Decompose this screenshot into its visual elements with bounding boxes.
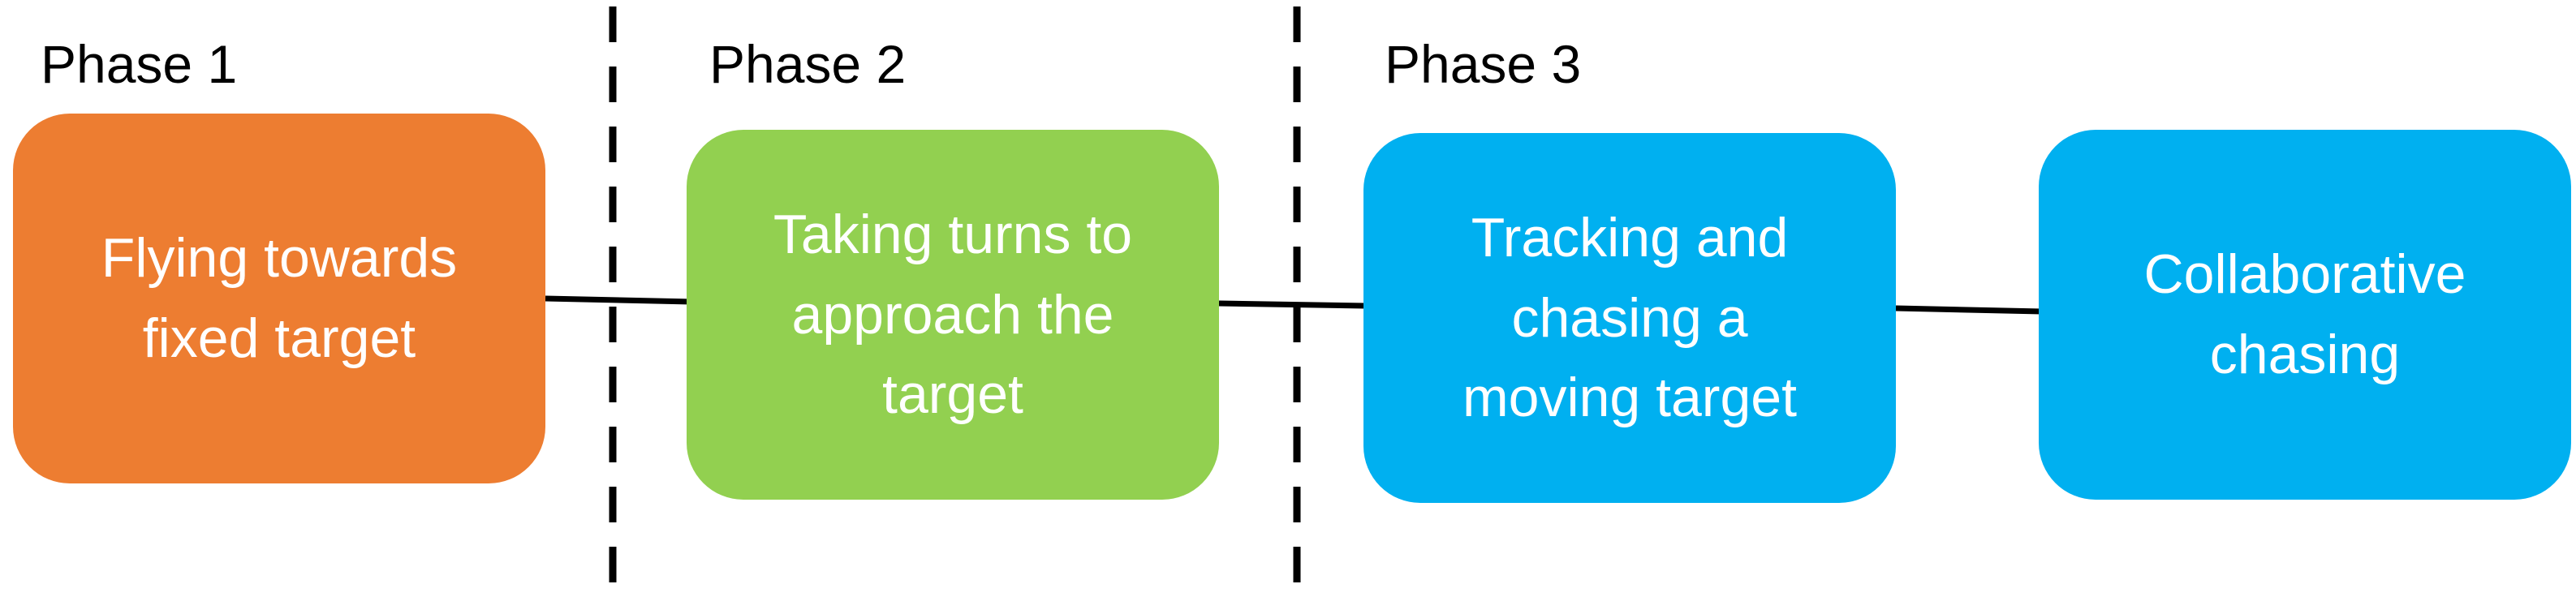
phase-label-3: Phase 3 (1385, 34, 1582, 94)
stage-box-label: Collaborative chasing (2143, 243, 2466, 385)
stage-box-tracking-moving-target: Tracking and chasing a moving target (1363, 133, 1896, 503)
stage-box-label: Taking turns to approach the target (773, 204, 1133, 426)
connector-line-1-2 (545, 295, 692, 305)
stage-box-collaborative-chasing: Collaborative chasing (2039, 130, 2571, 500)
stage-box-label: Tracking and chasing a moving target (1462, 207, 1797, 429)
phase-label-2: Phase 2 (709, 34, 907, 94)
stage-box-taking-turns: Taking turns to approach the target (687, 130, 1219, 500)
connector-line-2-3 (1218, 300, 1366, 309)
phase-label-1: Phase 1 (41, 34, 238, 94)
connector-line-3-4 (1895, 305, 2043, 315)
stage-box-fixed-target: Flying towards fixed target (13, 114, 545, 483)
stage-box-label: Flying towards fixed target (101, 227, 458, 369)
